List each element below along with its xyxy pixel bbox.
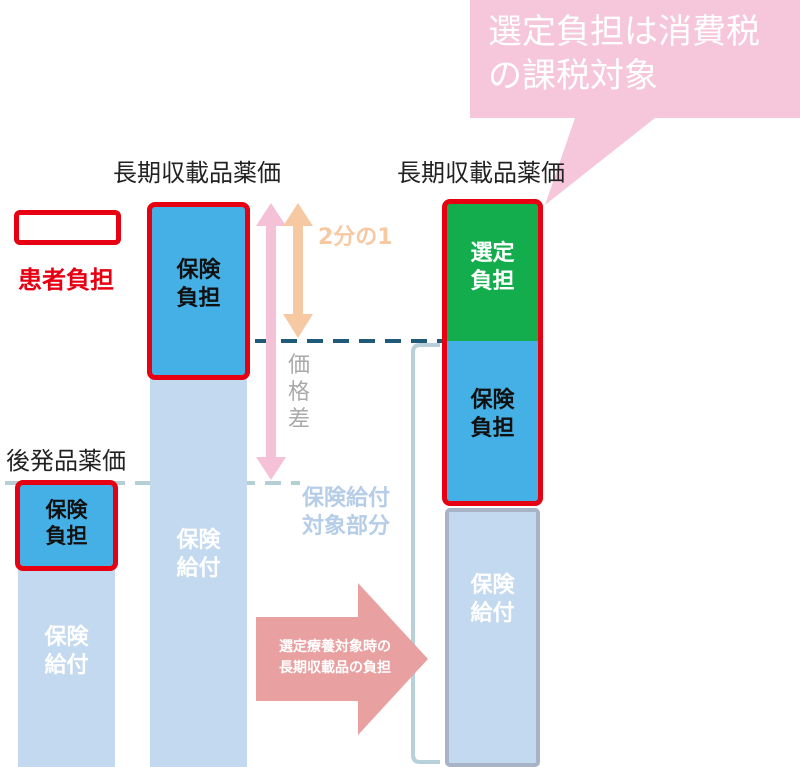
long-listed-burden-bar: 保険 負担 [150, 205, 247, 377]
long-listed-benefit-label: 保険 給付 [176, 528, 221, 581]
generic-patient-frame [15, 480, 118, 571]
legend-swatch [14, 210, 121, 245]
long-listed-benefit-bar: 保険 給付 [150, 372, 247, 767]
selective-burden-label: 保険 負担 [470, 388, 515, 441]
legend-label: 患者負担 [18, 266, 114, 294]
callout-box: 選定負担は消費税 の課税対象 [470, 0, 800, 118]
long-listed-price-label-right: 長期収載品薬価 [397, 159, 565, 187]
price-diff-label: 価 格 差 [288, 353, 311, 432]
selective-selective-bar: 選定 負担 [445, 202, 540, 341]
callout-pointer [545, 118, 655, 205]
half-label: 2分の1 [318, 225, 393, 250]
selective-benefit-bar: 保険 給付 [445, 508, 540, 767]
generic-benefit-bar: 保険 給付 [18, 562, 115, 767]
generic-benefit-label: 保険 給付 [44, 625, 89, 678]
generic-burden-bar: 保険 負担 [18, 483, 115, 568]
benefit-target-label: 保険給付 対象部分 [302, 486, 391, 539]
callout-text: 選定負担は消費税 の課税対象 [488, 12, 760, 96]
benefit-target-bracket [411, 343, 440, 764]
selective-selective-label: 選定 負担 [470, 241, 515, 294]
flow-arrow [256, 583, 428, 735]
long-listed-patient-frame [147, 202, 250, 380]
long-listed-price-label-left: 長期収載品薬価 [113, 159, 281, 187]
price-diff-arrow [256, 203, 286, 480]
generic-burden-label: 保険 負担 [45, 498, 88, 549]
flow-arrow-label: 選定療養対象時の 長期収載品の負担 [279, 639, 391, 676]
half-arrow [283, 203, 313, 338]
long-listed-burden-label: 保険 負担 [176, 258, 221, 311]
generic-price-label: 後発品薬価 [6, 447, 126, 475]
selective-patient-frame [442, 199, 543, 506]
selective-benefit-label: 保険 給付 [470, 573, 515, 626]
selective-burden-bar: 保険 負担 [445, 341, 540, 503]
